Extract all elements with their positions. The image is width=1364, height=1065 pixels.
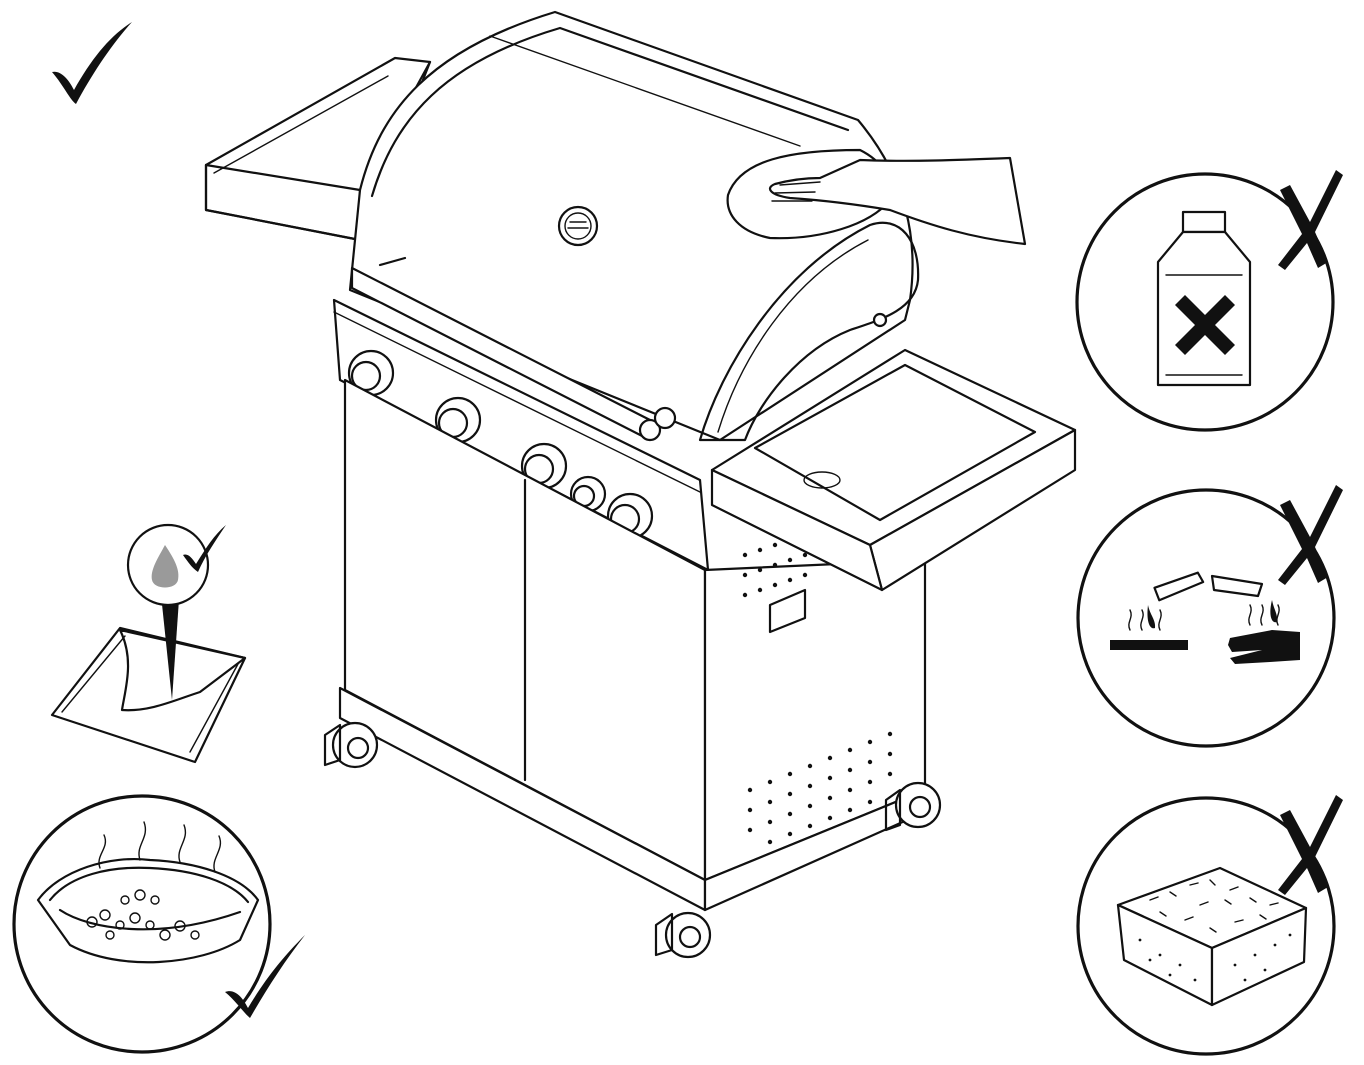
side-burner-shelf [710, 348, 1077, 592]
corrosive-hazard-icon [1076, 485, 1343, 748]
x-mark-icon [1278, 485, 1343, 585]
chemical-bottle-icon [1075, 170, 1343, 432]
gas-grill-illustration [204, 10, 1077, 959]
abrasive-sponge-icon [1076, 795, 1343, 1056]
grill-lid [348, 10, 920, 442]
damp-cloth-icon [50, 523, 247, 764]
check-mark-icon [225, 935, 305, 1018]
caster-wheel-icon [654, 911, 712, 959]
bottom-frame [338, 686, 927, 912]
x-mark-icon [1278, 795, 1343, 895]
control-panel [332, 298, 710, 572]
wiping-hand-icon [726, 148, 1027, 246]
lid-thermometer-icon [557, 205, 599, 247]
water-drop-icon [126, 523, 210, 607]
soapy-water-basin-icon [12, 794, 305, 1054]
lid-handle [350, 256, 677, 442]
x-mark-icon [1278, 170, 1343, 270]
caster-wheel-icon [884, 781, 942, 832]
check-mark-icon [52, 22, 132, 104]
caster-wheel-icon [323, 721, 379, 769]
burner-knob-icon [434, 396, 482, 444]
check-mark-icon [183, 525, 226, 572]
